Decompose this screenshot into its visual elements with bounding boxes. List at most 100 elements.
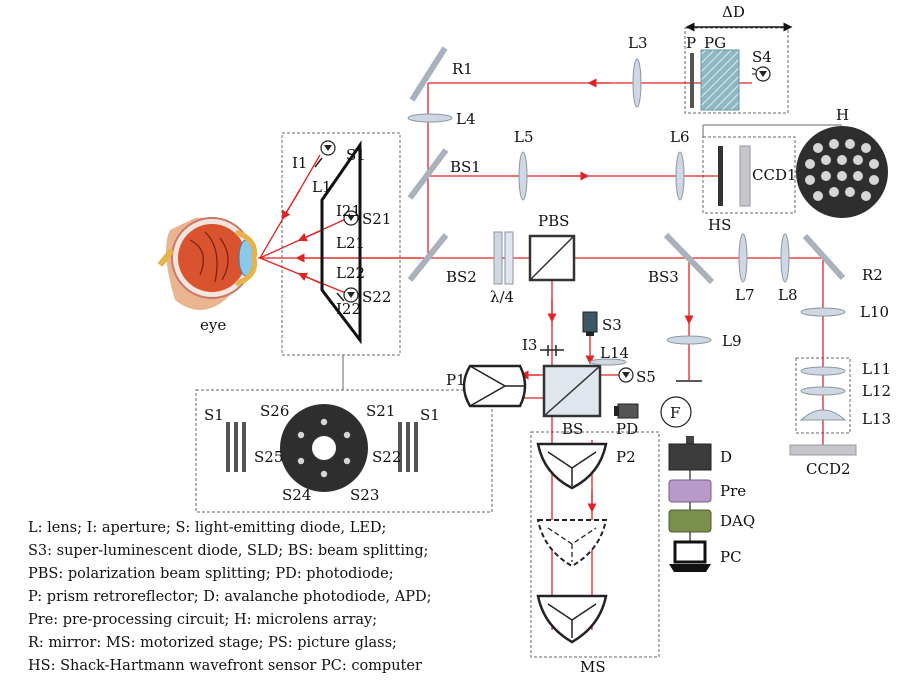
label-s21: S21 — [362, 210, 391, 228]
label-daq: DAQ — [720, 512, 755, 530]
label-l3: L3 — [628, 34, 648, 52]
quarter-wave-plate — [493, 231, 503, 285]
s5-led — [618, 367, 634, 383]
inset-s1-left-plate — [226, 422, 246, 472]
label-pd: PD — [616, 420, 638, 438]
aperture-i3 — [540, 345, 564, 356]
label-inset-s1-left: S1 — [204, 406, 224, 424]
label-lambda4: λ/4 — [490, 288, 514, 306]
prism-p1 — [462, 364, 527, 408]
label-r2: R2 — [862, 266, 883, 284]
label-s25: S25 — [254, 448, 283, 466]
lens-l5 — [518, 151, 528, 201]
eye-illustration — [157, 217, 258, 310]
hs-box — [702, 136, 796, 214]
label-i22: I22 — [336, 300, 361, 318]
label-l14: L14 — [600, 344, 629, 362]
label-bs: BS — [562, 420, 583, 438]
legend-line: Pre: pre-processing circuit; H: microlen… — [28, 612, 377, 628]
label-hs: HS — [708, 216, 731, 234]
label-s4: S4 — [752, 48, 772, 66]
daq — [668, 509, 712, 533]
label-p: P — [686, 34, 696, 52]
legend-line: L: lens; I: aperture; S: light-emitting … — [28, 520, 386, 536]
label-l9: L9 — [722, 332, 742, 350]
lens-l3 — [632, 58, 642, 108]
lens-l4 — [407, 113, 453, 123]
label-h: H — [836, 106, 849, 124]
label-l11: L11 — [862, 360, 891, 378]
ccd2 — [789, 444, 857, 456]
label-ccd1: CCD1 — [752, 166, 797, 184]
beam-splitter-bs3 — [663, 232, 715, 285]
label-l22: L22 — [336, 264, 365, 282]
lens-l12 — [800, 386, 846, 396]
label-l21: L21 — [336, 234, 365, 252]
label-s5: S5 — [636, 368, 656, 386]
legend-line: R: mirror: MS: motorized stage; PS: pict… — [28, 635, 397, 651]
led-inset-box — [195, 389, 493, 513]
aperture-i22 — [336, 292, 345, 302]
label-s26: S26 — [260, 402, 289, 420]
lens-l11 — [800, 366, 846, 376]
pre-circuit — [668, 479, 712, 503]
s3-sld — [582, 311, 598, 336]
prism-p2-far — [536, 594, 608, 644]
label-pg: PG — [704, 34, 726, 52]
photodiode-pd — [614, 403, 639, 419]
pc-computer — [669, 540, 711, 572]
label-pbs: PBS — [538, 212, 569, 230]
beam-splitter-bs2 — [407, 233, 449, 282]
lens-l6 — [675, 151, 685, 201]
label-inset-s21: S21 — [366, 402, 395, 420]
label-s24: S24 — [282, 486, 311, 504]
label-l8: L8 — [778, 286, 798, 304]
lens-l7 — [738, 233, 748, 283]
label-s3: S3 — [602, 316, 622, 334]
led-plate — [320, 140, 362, 345]
label-l4: L4 — [456, 110, 476, 128]
label-r1: R1 — [452, 60, 473, 78]
beam-s1-arrow — [281, 189, 301, 220]
label-i3: I3 — [522, 336, 537, 354]
label-l7: L7 — [735, 286, 755, 304]
mirror-r2 — [802, 233, 846, 281]
beam-s21-arrow — [297, 230, 321, 242]
label-l13: L13 — [862, 410, 891, 428]
s21-led — [343, 210, 359, 226]
quarter-wave-plate-2 — [504, 231, 514, 285]
label-l10: L10 — [860, 303, 889, 321]
label-f: F — [670, 404, 680, 422]
label-inset-s1-right: S1 — [420, 406, 440, 424]
bs-cube — [542, 364, 602, 418]
legend-line: HS: Shack-Hartmann wavefront sensor PC: … — [28, 658, 422, 674]
s1-led — [320, 140, 336, 156]
picture-glass-pg — [700, 49, 740, 111]
inset-led-ring — [280, 404, 368, 492]
pbs-cube — [528, 234, 576, 282]
beam-s22-arrow — [297, 272, 321, 284]
label-l12: L12 — [862, 382, 891, 400]
label-ms: MS — [580, 658, 606, 676]
label-i21: I21 — [336, 202, 361, 220]
lens-l9 — [666, 335, 712, 345]
aperture-i1 — [314, 157, 323, 168]
lens-l8 — [780, 233, 790, 283]
label-pre: Pre — [720, 482, 746, 500]
ccd1 — [739, 145, 751, 207]
filter-f — [660, 396, 692, 428]
label-l5: L5 — [514, 128, 534, 146]
label-inset-s22: S22 — [372, 448, 401, 466]
label-s22: S22 — [362, 288, 391, 306]
label-p1: P1 — [446, 371, 466, 389]
label-l1: L1 — [312, 178, 332, 196]
polarizer-p — [690, 53, 694, 108]
label-bs1: BS1 — [450, 158, 481, 176]
s22-led — [343, 287, 359, 303]
label-d: D — [720, 448, 732, 466]
s4-led — [751, 66, 771, 82]
label-ccd2: CCD2 — [806, 460, 851, 478]
prism-p2 — [536, 442, 608, 490]
legend-line: P: prism retroreflector; D: avalanche ph… — [28, 589, 432, 605]
